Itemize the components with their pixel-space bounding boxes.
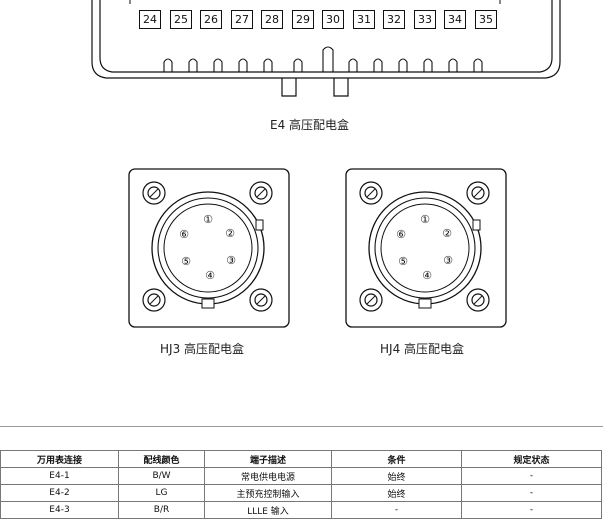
hj3-caption: HJ3 高压配电盒	[160, 342, 245, 356]
table-header-row: 万用表连接 配线颜色 端子描述 条件 规定状态	[0, 450, 602, 468]
e4-latch-tab	[398, 58, 408, 72]
table-row: E4-2 LG 主预充控制输入 始终 -	[0, 484, 602, 502]
table-cell: 常电供电电源	[204, 467, 332, 485]
e4-latch-tab	[213, 58, 223, 72]
e4-latch-tab	[293, 58, 303, 72]
hj4-caption: HJ4 高压配电盒	[380, 342, 465, 356]
header-cell: 规定状态	[461, 450, 602, 468]
table-cell: B/W	[118, 467, 205, 485]
hj3-receptacle	[151, 191, 265, 309]
hj4-pin-label: ③	[443, 254, 453, 267]
measurement-table: 万用表连接 配线颜色 端子描述 条件 规定状态 E4-1 B/W 常电供电电源 …	[0, 450, 602, 519]
hj3-pin-label: ④	[205, 269, 215, 282]
e4-latch-tab	[473, 58, 483, 72]
e4-latch-tabs	[163, 46, 483, 72]
e4-latch-tab	[448, 58, 458, 72]
hj4-screw-top-right	[466, 181, 490, 205]
hj3-screw-top-right	[249, 181, 273, 205]
hj3-connector-drawing	[128, 168, 290, 328]
e4-pin-24: 24	[139, 10, 161, 29]
e4-pin-32: 32	[383, 10, 405, 29]
e4-pin-35: 35	[475, 10, 497, 29]
hj4-pin-label: ⑤	[398, 255, 408, 268]
e4-foot-right	[333, 78, 349, 97]
e4-latch-tab	[163, 58, 173, 72]
table-cell: E4-2	[0, 484, 119, 502]
header-cell: 万用表连接	[0, 450, 119, 468]
e4-pin-28: 28	[261, 10, 283, 29]
hj3-screw-top-left	[142, 181, 166, 205]
header-cell: 端子描述	[204, 450, 332, 468]
hj3-pin-label: ②	[225, 227, 235, 240]
e4-latch-tab	[423, 58, 433, 72]
hj4-pin-label: ①	[420, 213, 430, 226]
e4-caption: E4 高压配电盒	[270, 118, 350, 132]
table-cell: LG	[118, 484, 205, 502]
hj3-pin-label: ③	[226, 254, 236, 267]
hj4-screw-top-left	[359, 181, 383, 205]
section-divider	[0, 426, 603, 427]
table-cell: 主预充控制输入	[204, 484, 332, 502]
header-cell: 条件	[331, 450, 462, 468]
hj3-screw-bottom-right	[249, 288, 273, 312]
table-cell: 始终	[331, 467, 462, 485]
header-cell: 配线颜色	[118, 450, 205, 468]
e4-pin-25: 25	[170, 10, 192, 29]
e4-latch-tab	[373, 58, 383, 72]
hj3-pin-label: ①	[203, 213, 213, 226]
table-cell: -	[461, 484, 602, 502]
table-cell: -	[461, 467, 602, 485]
e4-connector-drawing	[91, 0, 561, 97]
hj3-pin-label: ⑤	[181, 255, 191, 268]
hj4-connector-drawing	[345, 168, 507, 328]
e4-pin-31: 31	[353, 10, 375, 29]
hj4-receptacle	[368, 191, 482, 309]
hj4-pin-label: ⑥	[396, 228, 406, 241]
e4-pin-29: 29	[292, 10, 314, 29]
e4-latch-tab	[263, 58, 273, 72]
e4-latch-tab	[188, 58, 198, 72]
table-cell: E4-1	[0, 467, 119, 485]
table-cell: 始终	[331, 484, 462, 502]
e4-pin-33: 33	[414, 10, 436, 29]
e4-pin-27: 27	[231, 10, 253, 29]
hj3-pin-label: ⑥	[179, 228, 189, 241]
e4-center-key	[322, 46, 334, 72]
hj4-pin-label: ②	[442, 227, 452, 240]
hj3-screw-bottom-left	[142, 288, 166, 312]
table-row: E4-1 B/W 常电供电电源 始终 -	[0, 467, 602, 485]
e4-pin-26: 26	[200, 10, 222, 29]
e4-foot-left	[281, 78, 297, 97]
e4-pin-30: 30	[322, 10, 344, 29]
hj4-screw-bottom-right	[466, 288, 490, 312]
hj4-screw-bottom-left	[359, 288, 383, 312]
e4-pin-34: 34	[444, 10, 466, 29]
e4-latch-tab	[348, 58, 358, 72]
hj4-pin-label: ④	[422, 269, 432, 282]
e4-latch-tab	[238, 58, 248, 72]
